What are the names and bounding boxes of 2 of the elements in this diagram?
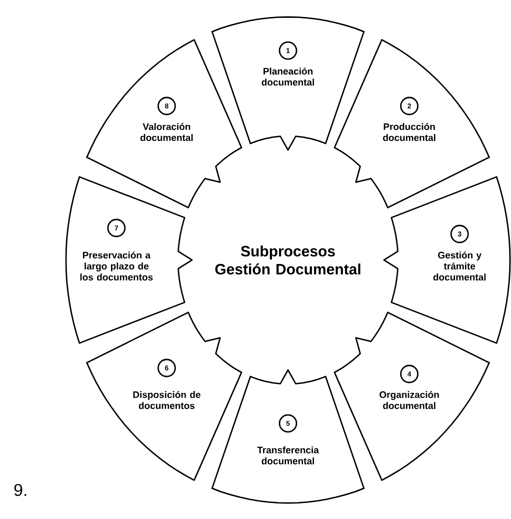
figure-number: 9. bbox=[14, 484, 26, 496]
center-title: Subprocesos Gestión Documental bbox=[215, 246, 360, 274]
